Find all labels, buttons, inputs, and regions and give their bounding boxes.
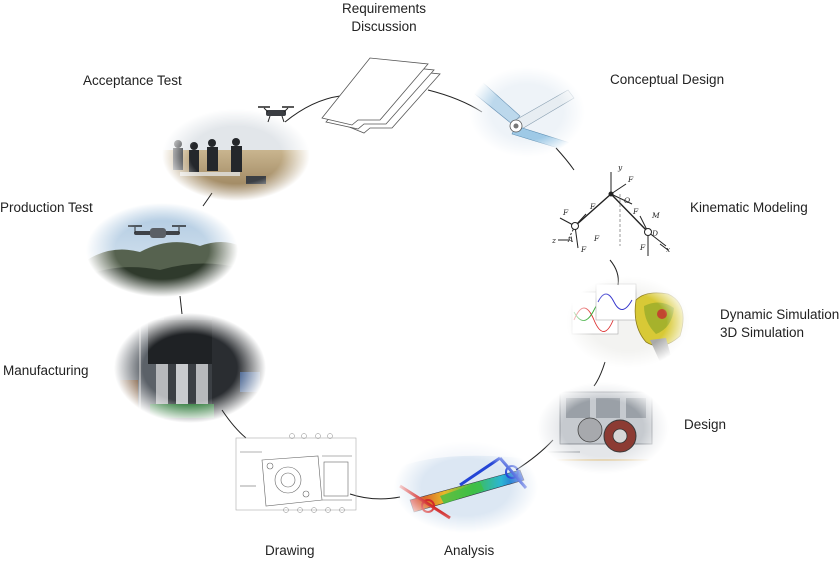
label-production-test: Production Test: [0, 200, 93, 215]
kin-symbol-m: M: [651, 211, 660, 220]
label-requirements-line2: Discussion: [351, 19, 417, 34]
label-dynamic-simulation: Dynamic Simulation 3D Simulation: [720, 306, 839, 342]
label-manufacturing: Manufacturing: [3, 363, 89, 378]
label-requirements: Requirements Discussion: [336, 0, 432, 36]
kin-symbol-y: y: [617, 163, 623, 172]
kin-symbol-f2: F: [589, 202, 596, 211]
kin-symbol-a: A: [567, 235, 574, 244]
acceptance-drone-icon: [258, 106, 294, 123]
label-acceptance-test: Acceptance Test: [83, 73, 182, 88]
kin-symbol-f3: F: [627, 175, 634, 184]
kin-symbol-o: O: [624, 196, 630, 205]
kinematic-modeling-image: F F F F F F F M O D A y x z: [551, 163, 671, 256]
kin-symbol-x: x: [666, 245, 671, 254]
requirements-documents-image: [321, 57, 441, 134]
manufacturing-image: [112, 312, 268, 424]
label-design: Design: [684, 417, 727, 432]
drawing-image: [235, 433, 357, 513]
dynamic-simulation-image: [566, 276, 692, 370]
kin-symbol-f5: F: [593, 234, 600, 243]
production-test-image: [84, 200, 240, 300]
label-kinematic-modeling: Kinematic Modeling: [690, 200, 808, 215]
label-analysis: Analysis: [444, 543, 495, 558]
label-dynamic-simulation-line1: Dynamic Simulation: [720, 307, 839, 322]
label-drawing: Drawing: [265, 543, 315, 558]
conceptual-design-image: [465, 64, 590, 160]
kin-symbol-z: z: [551, 236, 556, 245]
design-image: [536, 382, 670, 476]
kin-symbol-d: D: [651, 229, 658, 238]
kin-symbol-f7: F: [639, 243, 646, 252]
acceptance-test-image: [162, 108, 310, 202]
kin-symbol-f4: F: [632, 207, 639, 216]
label-dynamic-simulation-line2: 3D Simulation: [720, 325, 805, 340]
analysis-image: [392, 440, 540, 536]
kin-symbol-f1: F: [562, 208, 569, 217]
label-requirements-line1: Requirements: [341, 1, 427, 16]
kin-symbol-f6: F: [580, 245, 587, 254]
label-conceptual-design: Conceptual Design: [610, 72, 725, 87]
drone-shape: [128, 225, 186, 238]
